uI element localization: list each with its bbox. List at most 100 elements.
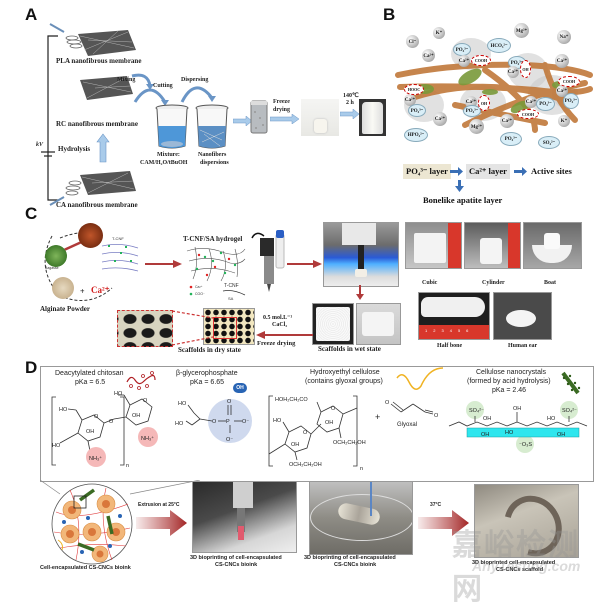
cnc-so4-1: SO₄²⁻ xyxy=(469,408,484,414)
plus-sign: + xyxy=(80,287,85,296)
voltage-label: kV xyxy=(36,142,44,148)
alginate-powder-label: Alginate Powder xyxy=(40,305,90,313)
ion-ca-4: Ca²⁺ xyxy=(500,114,514,128)
legend-sa: SA xyxy=(228,296,234,301)
group-oh-1: OH xyxy=(520,60,531,78)
fiber-pulp-photo xyxy=(78,223,103,248)
ion-cl: Cl⁻ xyxy=(406,35,419,48)
dispersion-beaker-icon xyxy=(195,104,229,149)
bioprinting-photo-2 xyxy=(309,481,413,555)
ion-na: Na⁺ xyxy=(557,30,571,44)
red-arrow-to-hydrogel xyxy=(145,260,182,268)
rc-membrane-label: RC nanofibrous membrane xyxy=(56,120,138,128)
glyoxal-label: Glyoxal xyxy=(397,422,418,428)
red-arrow-to-dry xyxy=(256,331,313,339)
scaffold-caption-line2: CS-CNCs scaffold xyxy=(496,567,544,573)
hydrogel-network-icon xyxy=(186,246,246,296)
tcnf-label: T-CNF xyxy=(112,236,124,241)
shape-label-cylinder: Cylinder xyxy=(482,280,505,286)
layer-arrow-2 xyxy=(514,167,527,176)
legend-coo: COO⁻ xyxy=(195,292,205,296)
freeze-drying-label: Freeze drying xyxy=(257,340,296,347)
bound-po4-3: PO₄³⁻ xyxy=(408,104,426,117)
heat-label-1: 140℃ xyxy=(343,93,359,99)
rc-membrane-icon xyxy=(80,76,133,100)
process-arrow-2 xyxy=(270,114,300,124)
bioprint-caption-1-line1: 3D bioprinting of cell-encapsulated xyxy=(190,555,282,561)
cnc-o3s: ⁻O₃S xyxy=(519,442,532,448)
hec-oh-1: OH xyxy=(325,420,333,426)
boat-photo xyxy=(523,222,582,269)
bgp-o-double: O xyxy=(227,399,232,405)
chitosan-title: Deacytylated chitosan xyxy=(55,370,124,377)
mixture-label-2: CAM/H₂O/tBuOH xyxy=(140,160,188,166)
ion-k-2: K⁺ xyxy=(558,115,570,127)
ion-mg: Mg²⁺ xyxy=(514,23,529,38)
hec-ho: HO xyxy=(273,418,282,424)
pla-membrane-label: PLA nanofibrous membrane xyxy=(56,57,142,65)
bioprint-caption-2-line1: 3D bioprinting of cell-encapsulated xyxy=(304,555,396,561)
ruler-ticks: 123456 xyxy=(425,328,475,333)
mixing-label: Mixing xyxy=(117,77,136,83)
freeze-label-2: drying xyxy=(273,107,291,113)
chem-nh3-1: NH₃⁺ xyxy=(89,455,102,462)
dry-scaffold-zoom-photo xyxy=(117,310,173,347)
aerogel-cylinder-photo xyxy=(359,99,386,136)
panel-a-label: A xyxy=(25,5,38,24)
group-cooh-3: COOH xyxy=(517,109,539,119)
chem-nh3-2: NH₃⁺ xyxy=(141,435,154,442)
pla-membrane-icon xyxy=(49,23,136,56)
zoom-connector-lines xyxy=(171,310,214,346)
extrusion-arrow xyxy=(136,510,187,536)
bonelike-apatite-label: Bonelike apatite layer xyxy=(423,195,503,205)
group-oh-2: OH xyxy=(478,95,490,111)
hec-o-1: O xyxy=(303,430,308,436)
legend-tcnf: T-CNF xyxy=(224,283,239,289)
ion-so4: SO₄²⁻ xyxy=(538,136,560,149)
ion-hco3: HCO₃²⁻ xyxy=(487,38,511,53)
chem-o-ring-1: O xyxy=(94,414,99,420)
freeze-label-1: Freeze xyxy=(273,99,290,105)
hec-title-1: Hydroxyethyl cellulose xyxy=(310,369,380,376)
active-sites-label: Active sites xyxy=(531,166,572,176)
chitosan-pka: pKa = 6.5 xyxy=(75,379,106,386)
temp-37-label: 37°C xyxy=(430,502,442,508)
hec-o-2: O xyxy=(331,406,336,412)
cnc-title-2: (formed by acid hydrolysis) xyxy=(467,378,551,385)
cutting-label: Cutting xyxy=(153,83,173,89)
hec-hoh2ch2co: HOH₂CH₂CO xyxy=(275,397,308,403)
bagasse-label: Bagasse xyxy=(45,266,59,270)
cnc-ho-2: HO xyxy=(505,430,514,436)
group-cooh-2: COOH xyxy=(558,76,580,87)
glyoxal-o-1: O xyxy=(385,400,390,406)
process-arrow-1 xyxy=(233,116,253,126)
bgp-structure: HO HO O P O O⁻ O⁻ xyxy=(175,399,252,443)
hec-chain-icon xyxy=(396,367,444,390)
chem-ho-2: HO xyxy=(52,443,61,449)
layer-arrow-1 xyxy=(450,167,463,176)
hec-och2ch2oh-2: OCH₂CH₂OH xyxy=(289,462,322,468)
watermark-en: AnyTesting.com xyxy=(472,558,581,574)
panel-b-label: B xyxy=(383,5,396,24)
process-arrow-3 xyxy=(340,109,360,119)
cacl2-label-1: 0.5 mol.L⁻¹ xyxy=(263,315,293,321)
hec-n: n xyxy=(360,466,363,472)
bioink-illustration xyxy=(51,483,133,565)
glyoxal-o-2: O xyxy=(434,413,439,419)
cnc-oh-1: OH xyxy=(483,416,491,422)
bioprinting-photo-1 xyxy=(192,481,297,553)
ca-membrane-label: CA nanofibrous membrane xyxy=(56,201,138,209)
vial-icon xyxy=(250,100,268,134)
human-ear-photo xyxy=(493,292,552,340)
bound-ca-3: Ca²⁺ xyxy=(404,94,416,106)
bioprint-caption-1-line2: CS-CNCs bioink xyxy=(215,562,258,568)
chem-oh-1: OH xyxy=(86,429,94,435)
bound-po4-5: PO₄³⁻ xyxy=(536,97,555,111)
heat-label-2: 2 h xyxy=(346,100,354,106)
chem-n-1: n xyxy=(126,463,129,469)
ion-ca-3: Ca²⁺ xyxy=(433,112,447,126)
hec-structure: HOH₂CH₂CO HO O O OH OH OCH₂CH₂OH OCH₂CH₂… xyxy=(268,395,366,472)
bagasse-photo xyxy=(45,245,67,267)
bgp-title: β-glycerophosphate xyxy=(176,370,238,377)
chem-o-link: O xyxy=(109,419,114,425)
